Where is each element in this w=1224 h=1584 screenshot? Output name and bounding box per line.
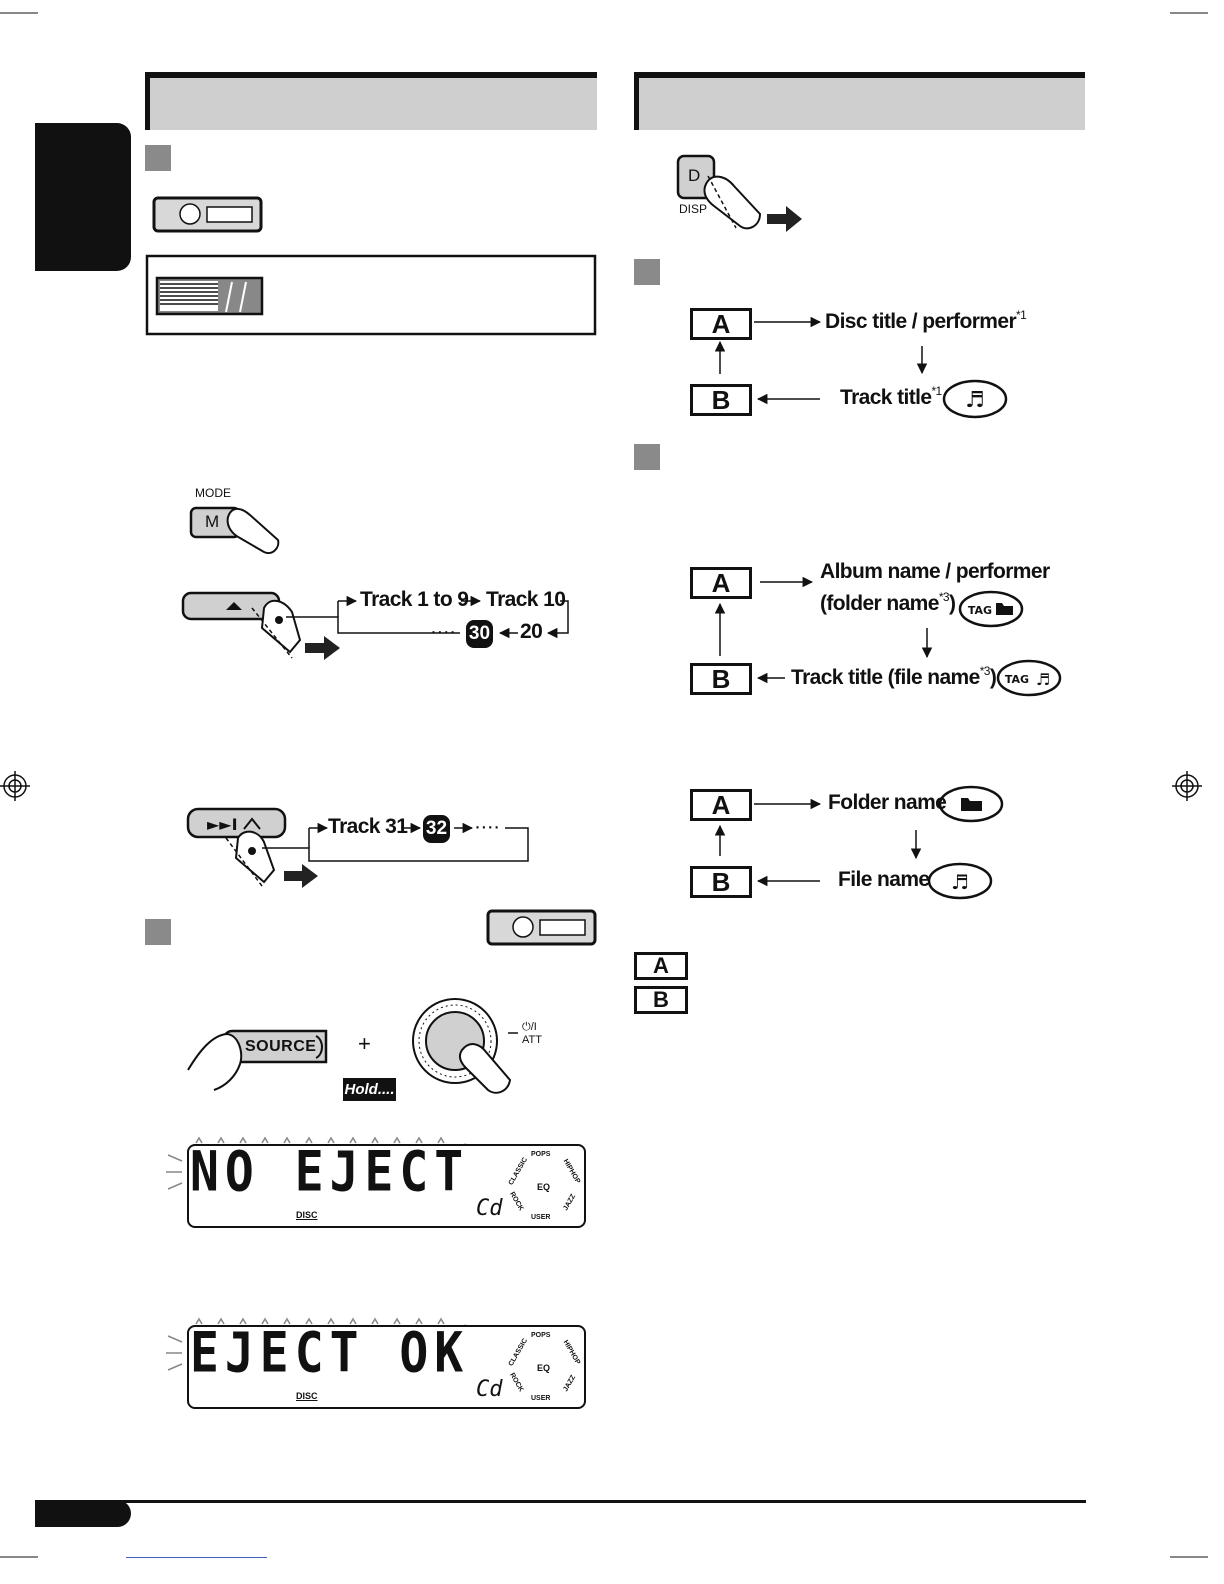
- lcd-display-no-eject: [187, 1144, 586, 1228]
- album-name-performer: Album name / performer: [820, 560, 1050, 583]
- lcd-2-text: EJECT OK: [190, 1320, 470, 1386]
- legend-box-b: B: [634, 986, 688, 1014]
- svg-text:♬: ♬: [965, 388, 985, 413]
- footer-rule: [35, 1500, 1086, 1503]
- lcd-1-eq: EQ: [537, 1182, 551, 1192]
- tag-folder-icon: TAG: [958, 590, 1024, 628]
- page-number-tab: [35, 1500, 131, 1527]
- track-30-badge: 30: [466, 620, 493, 648]
- track-seq-1-dots: ····: [430, 620, 456, 643]
- svg-text:♬: ♬: [951, 870, 969, 894]
- lcd-2-disc: DISC: [296, 1391, 318, 1401]
- skip-button-graphic: ►►I: [186, 807, 318, 888]
- folder-name-paren: (folder name*3): [820, 590, 956, 615]
- mode-button-graphic: [189, 506, 280, 554]
- plain-flow-box-a: A: [690, 789, 752, 821]
- track-32-badge: 32: [423, 815, 450, 843]
- registration-mark-right: [1172, 771, 1202, 801]
- track-seq-2-dots: ····: [474, 815, 500, 838]
- up-button-graphic: [181, 591, 340, 660]
- tag-flow-box-a: A: [690, 567, 752, 599]
- track-31: Track 31: [328, 815, 408, 838]
- track-1-to-9: Track 1 to 9: [360, 588, 469, 611]
- note-box: [145, 254, 597, 336]
- disc-title-performer: Disc title / performer*1: [825, 308, 1027, 333]
- front-panel-icon: [152, 196, 263, 233]
- front-panel-icon-2: [486, 909, 597, 946]
- file-name: File name: [838, 868, 930, 891]
- lcd-1-mode-pops: POPS: [531, 1151, 551, 1158]
- bottom-link-rule: [126, 1557, 267, 1558]
- step-marker-3: [634, 259, 660, 285]
- track-20: 20: [520, 620, 543, 643]
- step-marker-1: [145, 145, 171, 171]
- svg-text:♬: ♬: [1036, 670, 1050, 689]
- att-label: ATT: [522, 1034, 542, 1046]
- lcd-display-eject-ok: [187, 1325, 586, 1409]
- tag-flow-box-b: B: [690, 663, 752, 695]
- disc-slot-icon: [155, 276, 264, 316]
- cd-track-title: Track title*1: [840, 384, 942, 409]
- tag-music-icon: TAG ♬: [996, 659, 1062, 697]
- lcd-2-eq: EQ: [537, 1363, 551, 1373]
- registration-mark-left: [0, 771, 30, 801]
- step-marker-4: [634, 444, 660, 470]
- lcd-2-cd: Cd: [476, 1377, 503, 1402]
- lcd-2-mode-pops: POPS: [531, 1332, 551, 1339]
- disp-button-label[interactable]: D: [688, 166, 701, 185]
- hold-label: Hold....: [343, 1078, 396, 1101]
- disp-button-graphic: [676, 154, 802, 232]
- legend-box-a: A: [634, 952, 688, 980]
- crop-marks: [0, 12, 1208, 1558]
- language-tab: [35, 123, 131, 271]
- lcd-2-mode-user: USER: [531, 1395, 551, 1402]
- plain-flow-box-b: B: [690, 866, 752, 898]
- folder-icon: [938, 785, 1004, 823]
- svg-text:TAG: TAG: [968, 604, 992, 617]
- plus-sign: +: [358, 1031, 371, 1056]
- step-marker-2: [145, 919, 171, 945]
- power-label: ⏻/I: [522, 1021, 537, 1033]
- disp-label: DISP: [679, 202, 708, 216]
- lcd-1-disc: DISC: [296, 1210, 318, 1220]
- svg-text:►►I: ►►I: [207, 815, 238, 834]
- folder-name: Folder name: [828, 791, 947, 814]
- lcd-1-mode-user: USER: [531, 1214, 551, 1221]
- file-music-icon: ♬: [927, 862, 993, 900]
- cd-flow-box-b: B: [690, 384, 752, 416]
- source-button-label[interactable]: SOURCE: [245, 1038, 317, 1055]
- section-header-right: [634, 72, 1085, 130]
- cd-flow-box-a: A: [690, 308, 752, 340]
- svg-text:TAG: TAG: [1005, 673, 1029, 686]
- source-button-graphic: [187, 1029, 328, 1091]
- lcd-1-text: NO EJECT: [190, 1139, 470, 1205]
- section-header-left: [145, 72, 597, 130]
- track-10: Track 10: [486, 588, 566, 611]
- mode-label: MODE: [195, 486, 231, 500]
- mode-button-label[interactable]: M: [205, 512, 220, 531]
- track-title-icon: ♬: [942, 379, 1008, 419]
- lcd-1-cd: Cd: [476, 1196, 503, 1221]
- track-title-file-name: Track title (file name*3): [791, 664, 997, 689]
- volume-knob-graphic: [412, 998, 518, 1094]
